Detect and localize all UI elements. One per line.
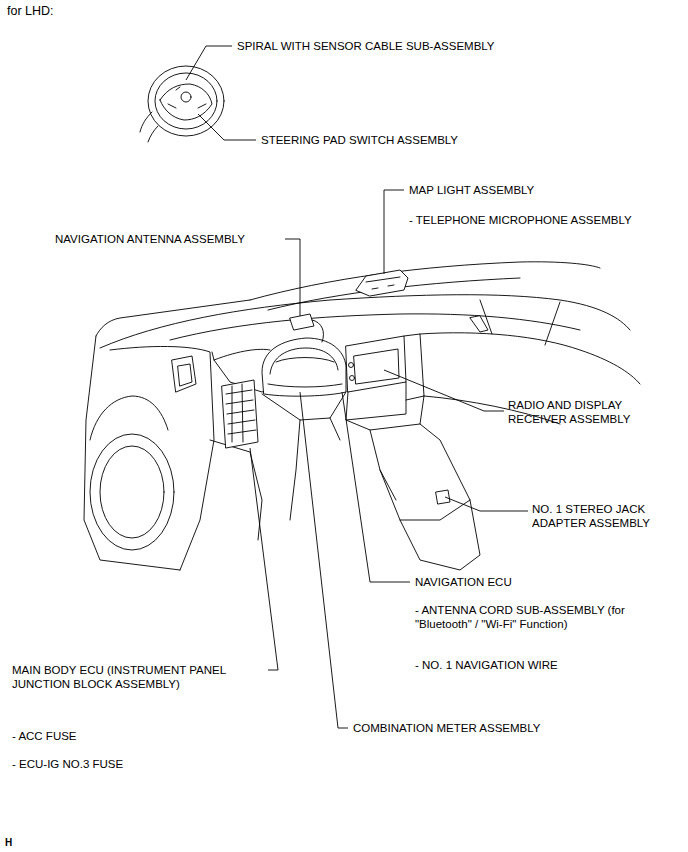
display-receiver <box>346 336 406 392</box>
junction-block <box>222 380 258 448</box>
navigation-antenna <box>290 314 324 342</box>
part-label: MAP LIGHT ASSEMBLY <box>409 183 534 197</box>
combination-meter <box>262 338 346 396</box>
part-label: STEERING PAD SWITCH ASSEMBLY <box>261 133 458 147</box>
part-label: NO. 1 STEREO JACK ADAPTER ASSEMBLY <box>532 502 680 530</box>
part-label: SPIRAL WITH SENSOR CABLE SUB-ASSEMBLY <box>237 39 495 53</box>
figure-code: H <box>5 836 12 850</box>
part-label: NAVIGATION ECU <box>415 575 512 589</box>
part-label: COMBINATION METER ASSEMBLY <box>353 721 540 735</box>
steering-wheel <box>140 66 224 142</box>
heading: for LHD: <box>7 4 54 18</box>
part-label: RADIO AND DISPLAY RECEIVER ASSEMBLY <box>508 398 653 426</box>
part-label: - ANTENNA CORD SUB-ASSEMBLY (for "Blueto… <box>415 603 627 631</box>
part-label: - TELEPHONE MICROPHONE ASSEMBLY <box>409 213 632 227</box>
part-label: - ECU-IG NO.3 FUSE <box>12 757 123 771</box>
part-label: NAVIGATION ANTENNA ASSEMBLY <box>55 232 245 246</box>
map-light <box>356 270 408 296</box>
part-label: - ACC FUSE <box>12 729 77 743</box>
part-label: - NO. 1 NAVIGATION WIRE <box>415 658 558 672</box>
part-label: MAIN BODY ECU (INSTRUMENT PANEL JUNCTION… <box>12 663 274 691</box>
